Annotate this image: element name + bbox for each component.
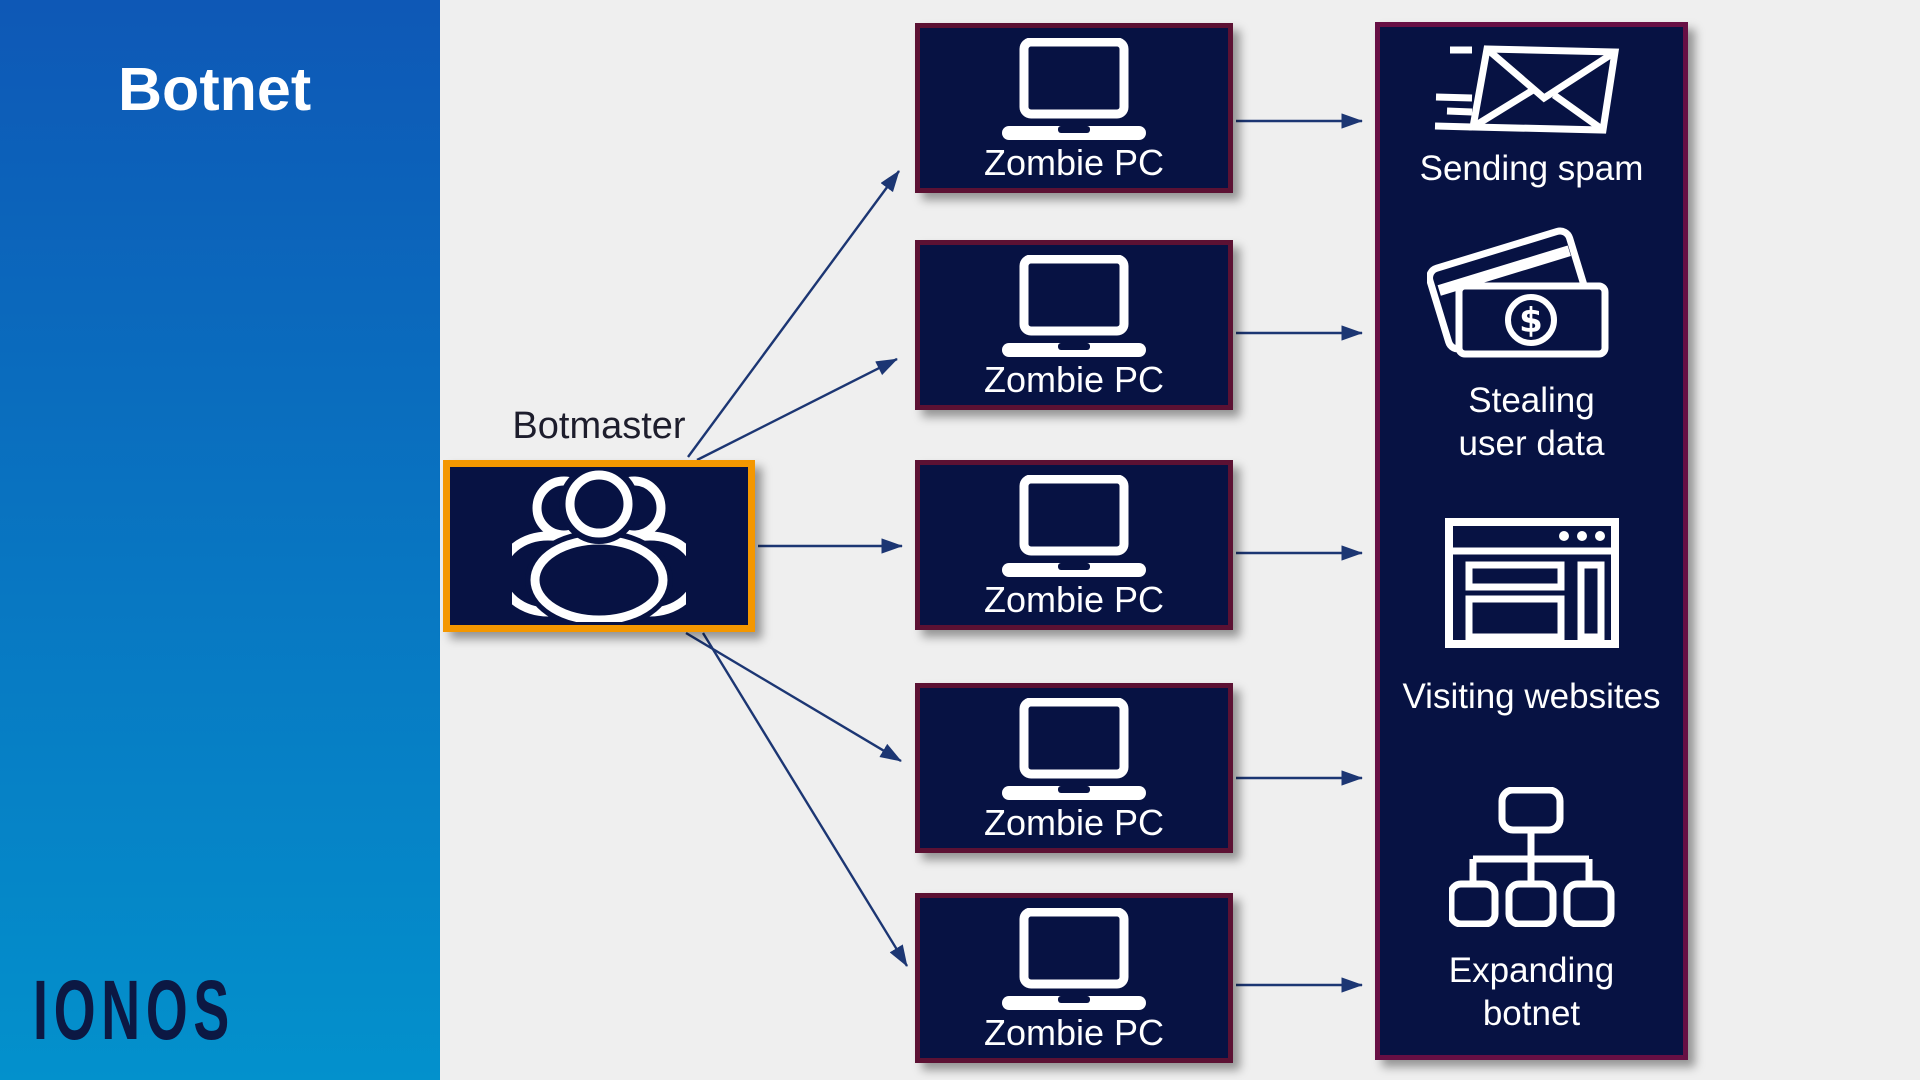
zombie-pc-label: Zombie PC xyxy=(983,359,1165,400)
svg-text:$: $ xyxy=(1519,301,1543,341)
ionos-logo: IONOS xyxy=(33,963,236,1057)
laptop-icon xyxy=(1002,698,1146,800)
zombie-pc-label: Zombie PC xyxy=(983,142,1165,183)
zombie-pc-node-2: Zombie PC xyxy=(915,240,1233,410)
zombie-pc-node-5: Zombie PC xyxy=(915,893,1233,1063)
network-hierarchy-icon xyxy=(1448,787,1614,927)
page-title: Botnet xyxy=(118,55,312,123)
spam-email-icon xyxy=(1434,45,1619,134)
action-label-sending-spam: Sending spam xyxy=(1419,149,1644,188)
zombie-pc-node-3: Zombie PC xyxy=(915,460,1233,630)
botnet-actions-panel: Sending spam $ Stealing user data xyxy=(1375,22,1688,1060)
zombie-pc-label: Zombie PC xyxy=(983,579,1165,620)
zombie-pc-node-1: Zombie PC xyxy=(915,23,1233,193)
zombie-pc-node-4: Zombie PC xyxy=(915,683,1233,853)
browser-window-icon xyxy=(1444,518,1619,648)
zombie-pc-label: Zombie PC xyxy=(983,802,1165,843)
sidebar: Botnet IONOS xyxy=(0,0,440,1080)
credit-card-money-icon: $ xyxy=(1426,227,1608,358)
laptop-icon xyxy=(1002,38,1146,140)
laptop-icon xyxy=(1002,908,1146,1010)
action-label-stealing-user-data: Stealing user data xyxy=(1458,381,1605,463)
botmaster-label: Botmaster xyxy=(512,405,686,447)
action-label-expanding-botnet: Expanding botnet xyxy=(1448,951,1615,1033)
laptop-icon xyxy=(1002,475,1146,577)
zombie-pc-label: Zombie PC xyxy=(983,1012,1165,1053)
botmaster-node xyxy=(443,460,755,632)
laptop-icon xyxy=(1002,255,1146,357)
action-label-visiting-websites: Visiting websites xyxy=(1402,677,1661,716)
people-group-icon xyxy=(512,470,686,622)
